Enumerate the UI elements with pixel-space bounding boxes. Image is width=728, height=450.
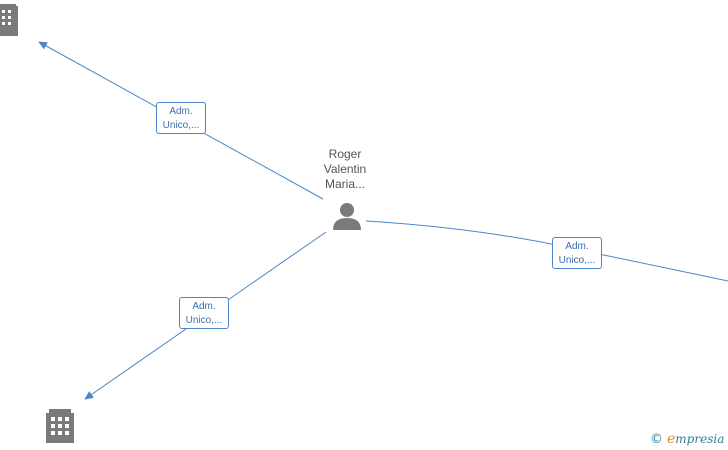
edge-label-line: Adm. xyxy=(565,241,589,252)
edge-line-right xyxy=(365,220,728,282)
copyright-symbol: © xyxy=(650,432,663,447)
building-icon[interactable] xyxy=(0,2,22,43)
person-name-label[interactable]: Roger Valentin Maria... xyxy=(300,147,390,192)
person-name-line: Roger xyxy=(328,147,362,161)
brand-initial: e xyxy=(667,431,676,447)
person-name-line: Maria... xyxy=(324,177,365,191)
empresia-watermark: © empresia xyxy=(650,430,724,448)
edge-label-line: Adm. xyxy=(169,106,193,117)
edge-label-line: Unico,... xyxy=(185,315,223,326)
person-name-line: Valentin xyxy=(323,162,367,176)
edge-label-right[interactable]: Adm. Unico,... xyxy=(552,237,602,269)
brand-name: mpresia xyxy=(675,432,725,446)
person-icon[interactable] xyxy=(332,201,362,236)
edge-label-bottom-left[interactable]: Adm. Unico,... xyxy=(179,297,229,329)
edge-label-line: Adm. xyxy=(192,301,216,312)
building-icon[interactable] xyxy=(44,407,76,448)
edge-label-line: Unico,... xyxy=(162,120,200,131)
edge-label-line: Unico,... xyxy=(558,255,596,266)
edge-label-top-left[interactable]: Adm. Unico,... xyxy=(156,102,206,134)
